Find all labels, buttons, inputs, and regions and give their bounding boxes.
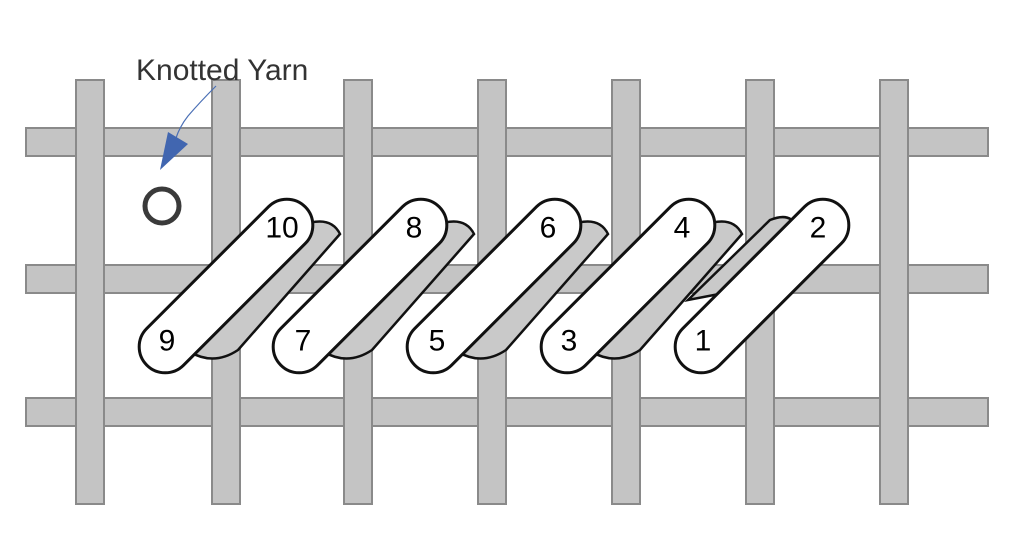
canvas-thread-h-segment <box>103 127 213 157</box>
canvas-thread-v <box>879 79 909 505</box>
front-stitch-1-2 <box>673 197 851 375</box>
step-label-6: 6 <box>540 212 557 245</box>
step-label-2: 2 <box>810 212 827 245</box>
front-stitch-3-4 <box>539 197 717 375</box>
canvas-thread-h-segment <box>371 397 479 427</box>
pointer-line <box>175 85 217 139</box>
front-stitch-9-10 <box>137 197 315 375</box>
front-stitch-5-6 <box>405 197 583 375</box>
step-label-4: 4 <box>674 212 691 245</box>
step-label-9: 9 <box>159 325 176 358</box>
front-stitch-7-8 <box>271 197 449 375</box>
canvas-thread-h-segment <box>639 397 747 427</box>
step-label-3: 3 <box>561 325 578 358</box>
front-stitches <box>137 197 851 375</box>
step-label-10: 10 <box>265 212 298 245</box>
pointer-arrowhead-icon <box>160 132 188 170</box>
knotted-yarn-marker <box>142 186 182 226</box>
canvas-thread-v <box>75 79 105 505</box>
step-labels: 1 2 3 4 5 6 7 8 9 10 <box>159 212 827 358</box>
canvas-thread-h-segment <box>371 127 479 157</box>
canvas-thread-h-segment <box>103 397 213 427</box>
step-label-1: 1 <box>695 325 712 358</box>
knotted-yarn-annotation: Knotted Yarn <box>136 54 308 226</box>
canvas-thread-h-segment <box>639 127 747 157</box>
step-label-7: 7 <box>295 325 312 358</box>
knotted-yarn-caption: Knotted Yarn <box>136 54 308 87</box>
step-label-8: 8 <box>406 212 423 245</box>
canvas-vertical-threads <box>75 79 909 505</box>
step-label-5: 5 <box>429 325 446 358</box>
